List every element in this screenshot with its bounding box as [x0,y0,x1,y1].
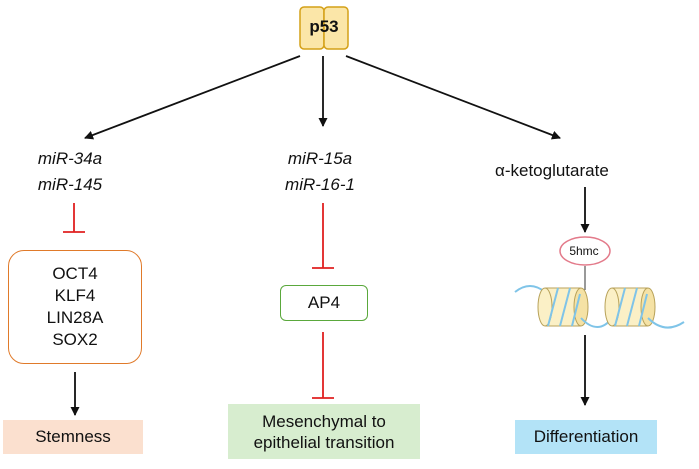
arrow-p53-to-right [345,55,561,140]
chromatin-icon [514,285,685,329]
mirna-16-1-label: miR-16-1 [285,175,355,194]
inhibition-middle-upper [312,203,334,269]
pluripotency-factors-box: OCT4 KLF4 LIN28A SOX2 [8,250,142,364]
inhibition-middle-lower [312,332,334,399]
ap4-box: AP4 [280,285,368,321]
factor-lin28a: LIN28A [46,308,104,327]
factor-klf4: KLF4 [54,286,96,305]
5hmc-label: 5hmc [569,244,599,258]
alpha-ketoglutarate-label: α-ketoglutarate [495,161,609,180]
p53-hub-icon [299,6,349,50]
mirna-145-label: miR-145 [37,175,103,194]
arrow-p53-to-left [84,55,301,140]
met-outcome-line-1: Mesenchymal to [262,411,386,431]
mirna-15a-label: miR-15a [287,149,353,168]
stemness-outcome: Stemness [3,420,143,454]
5hmc-badge [559,236,611,266]
met-outcome: Mesenchymal to epithelial transition [228,404,420,459]
factor-oct4: OCT4 [52,264,98,283]
met-outcome-line-2: epithelial transition [253,432,395,452]
factor-sox2: SOX2 [52,330,98,349]
p53-label: p53 [309,17,339,36]
differentiation-outcome: Differentiation [515,420,657,454]
mirna-34a-label: miR-34a [37,149,103,168]
inhibition-left [63,203,85,233]
